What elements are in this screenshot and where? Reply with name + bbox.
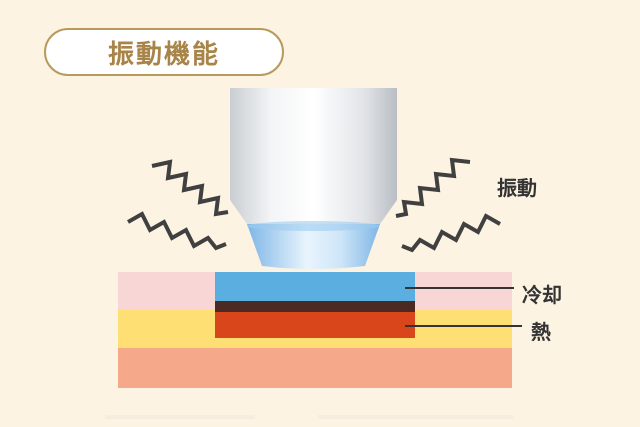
device-head-icon: [230, 88, 397, 224]
cooling-label: 冷却: [522, 283, 562, 307]
section-title-text: 振動機能: [107, 39, 220, 70]
skin-layer-bottom: [118, 348, 512, 388]
vibration-wave-icon: [401, 213, 501, 253]
device-tip: [247, 224, 380, 269]
vibration-wave-icon: [127, 211, 227, 251]
heat-label: 熱: [531, 320, 551, 344]
vibration-label: 振動: [497, 176, 537, 200]
separator-band: [215, 301, 415, 312]
heat-zone: [215, 312, 415, 338]
vibration-wave-icon: [151, 159, 229, 217]
vibration-wave-icon: [395, 157, 471, 218]
cooling-zone: [215, 272, 415, 301]
section-title: 振動機能: [44, 28, 284, 76]
